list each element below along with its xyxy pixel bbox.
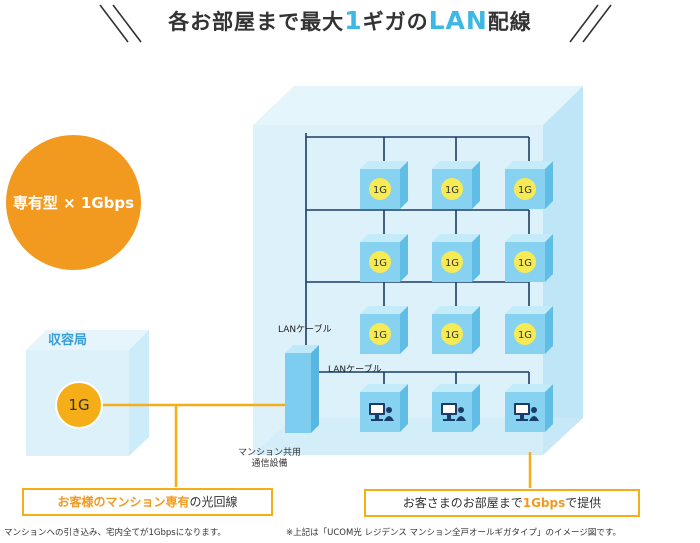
station-badge: 1G (57, 383, 101, 427)
room-cube: 1G (360, 306, 408, 354)
speed-badge (441, 323, 463, 345)
speed-badge (369, 178, 391, 200)
lan-cable-label-upper: LANケーブル (278, 325, 332, 335)
facility-label-line1: マンション共用 (238, 448, 302, 458)
speed-badge (369, 323, 391, 345)
title-text: 各お部屋まで最大 (168, 10, 345, 34)
speed-badge-label: 1G (518, 330, 532, 341)
facility-label-line2: 通信設備 (251, 459, 288, 469)
station-cube (26, 330, 149, 456)
footnote-right: ※上記は「UCOM光 レジデンス マンション全戸オールギガタイプ」のイメージ図で… (286, 528, 622, 538)
room-cube (360, 384, 408, 432)
plan-circle: 専有型 × 1Gbps (6, 135, 141, 270)
callout-1gbps-room: お客さまのお部屋まで1Gbpsで提供 (364, 489, 640, 517)
title-highlight-lan: LAN (428, 6, 488, 35)
title-text-post: の (406, 10, 429, 34)
fiber-line (100, 403, 532, 488)
speed-badge-label: 1G (373, 330, 387, 341)
speed-badge-label: 1G (445, 185, 459, 196)
room-units: 1G 1G 1G 1G 1G 1G 1G 1G 1G (360, 161, 553, 432)
callout-left-hl2: 専有 (165, 495, 190, 509)
speed-badge (441, 251, 463, 273)
monitor-user-icon (514, 403, 539, 421)
title-text-mid: ギガ (362, 10, 407, 34)
room-cube: 1G (432, 306, 480, 354)
speed-badge (441, 178, 463, 200)
room-cube: 1G (360, 234, 408, 282)
room-cube (505, 384, 553, 432)
page-title: 各お部屋まで最大1ギガのLAN配線 (0, 6, 700, 36)
room-cube: 1G (432, 161, 480, 209)
speed-badge-label: 1G (373, 185, 387, 196)
callout-left-pre: お客様の (57, 495, 106, 509)
monitor-user-icon (369, 403, 394, 421)
speed-badge-label: 1G (445, 330, 459, 341)
title-text-tail: 配線 (487, 10, 532, 34)
station-label: 収容局 (48, 333, 88, 348)
speed-badge (514, 251, 536, 273)
title-highlight-1: 1 (344, 6, 363, 35)
lan-wiring (305, 133, 530, 388)
room-cube (432, 384, 480, 432)
callout-left-post: の光回線 (189, 495, 238, 509)
speed-badge-label: 1G (373, 258, 387, 269)
lan-cable-label-lower: LANケーブル (328, 365, 382, 375)
title-decoration (99, 4, 612, 43)
room-cube: 1G (505, 161, 553, 209)
callout-private-fiber: お客様のマンション専有の光回線 (22, 488, 273, 516)
callout-right-pre: お客さまのお部屋まで (402, 496, 523, 510)
room-cube: 1G (360, 161, 408, 209)
speed-badge-label: 1G (518, 258, 532, 269)
footnote-left: マンションへの引き込み、宅内全てが1Gbpsになります。 (4, 528, 226, 538)
speed-badge (369, 251, 391, 273)
callout-right-hl: 1Gbps (522, 496, 566, 510)
speed-badge-label: 1G (445, 258, 459, 269)
room-cube: 1G (505, 234, 553, 282)
monitor-user-icon (441, 403, 466, 421)
facility-label: マンション共用 通信設備 (238, 448, 301, 470)
shared-equipment (285, 345, 319, 433)
callout-right-post: で提供 (565, 496, 602, 510)
speed-badge (514, 178, 536, 200)
speed-badge-label: 1G (518, 185, 532, 196)
room-cube: 1G (505, 306, 553, 354)
callout-left-hl1: マンション (105, 495, 166, 509)
room-cube: 1G (432, 234, 480, 282)
speed-badge (514, 323, 536, 345)
